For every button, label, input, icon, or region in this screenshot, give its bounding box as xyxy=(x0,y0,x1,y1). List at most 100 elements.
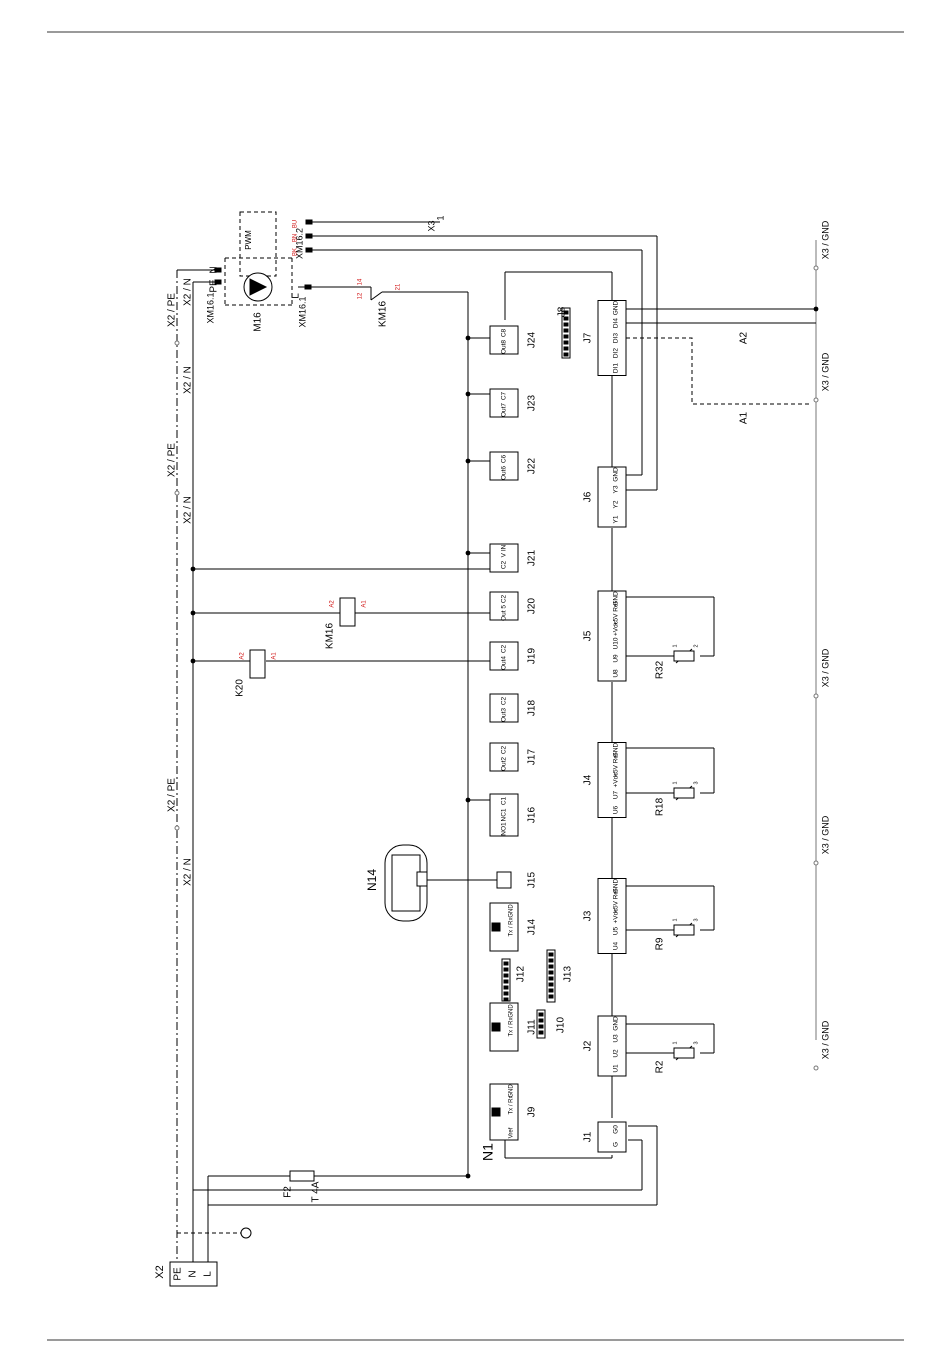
pin-marker xyxy=(305,247,313,253)
pin-label: Out8 xyxy=(501,340,508,354)
header-pin xyxy=(548,952,554,957)
pin-label: NC1 xyxy=(501,808,508,821)
header-pin xyxy=(503,985,509,990)
pin-label: NO1 xyxy=(501,822,508,836)
header-pin xyxy=(563,328,569,333)
header-pin xyxy=(563,316,569,321)
fuse-f2 xyxy=(289,1170,315,1182)
sensor-id: R18 xyxy=(655,797,666,816)
signal-label: A2 xyxy=(739,331,750,344)
pin-label: Tx / Rx xyxy=(509,1018,515,1037)
sensor-pin: 1 xyxy=(672,1041,678,1044)
connector-id: J1 xyxy=(583,1131,594,1142)
pump-pwm-box xyxy=(239,211,277,277)
gnd-rail-label: X3 / GND xyxy=(820,1020,830,1059)
connector-j6 xyxy=(597,466,627,528)
connector-id: J20 xyxy=(527,598,538,615)
connector-j2 xyxy=(597,1015,627,1077)
sensor-r32 xyxy=(673,650,695,662)
gnd-rail-node xyxy=(813,1065,819,1071)
pin-label: C6 xyxy=(501,454,508,463)
pin-label: C2 xyxy=(501,560,508,569)
pin-label: GND xyxy=(613,1016,620,1031)
sensor-pin: 1 xyxy=(672,644,678,647)
gnd-rail-node xyxy=(813,693,819,699)
sensor-id: R2 xyxy=(655,1060,666,1073)
pin-label: U6 xyxy=(613,805,620,814)
sensor-r9 xyxy=(673,924,695,936)
components xyxy=(169,211,819,1287)
coil-k20 xyxy=(249,649,266,679)
header-pin xyxy=(538,1012,544,1017)
junction-dot xyxy=(190,566,196,572)
pin-label: C2 xyxy=(501,644,508,653)
pump-icon xyxy=(249,278,268,296)
coil-km16 xyxy=(339,597,356,627)
sensor-id: R9 xyxy=(655,937,666,950)
gnd-rail-node xyxy=(813,397,819,403)
gnd-rail-node xyxy=(813,265,819,271)
pin-label: U7 xyxy=(613,790,620,799)
pin-label: DI1 xyxy=(613,363,620,374)
pin-marker xyxy=(305,233,313,239)
header-pin xyxy=(563,346,569,351)
header-pin xyxy=(503,961,509,966)
pump-signal-connector: XM16.2 xyxy=(294,228,304,259)
pin-label: U9 xyxy=(613,654,620,663)
pin-label: GND xyxy=(613,467,620,482)
pin-label: Y1 xyxy=(613,515,620,523)
pin-label: U4 xyxy=(613,941,620,950)
sensor-pin: 3 xyxy=(693,918,699,921)
sensor-pin: 3 xyxy=(693,1041,699,1044)
wire-color: BK xyxy=(293,248,299,256)
pe-rail-node xyxy=(174,825,180,831)
n-rail-label: X2 / N xyxy=(183,366,194,394)
display-screen xyxy=(391,854,421,912)
x2-pin-label: L xyxy=(203,1271,214,1277)
coil-terminal: A2 xyxy=(240,652,246,660)
pin-label: G0 xyxy=(613,1125,620,1134)
connector-id: J6 xyxy=(583,491,594,502)
connector-id: J16 xyxy=(527,807,538,824)
pin-label: U5 xyxy=(613,926,620,935)
pin-label: Out 5 xyxy=(501,605,508,621)
top-rule xyxy=(47,31,904,33)
pin-label: C2 xyxy=(501,594,508,603)
pin-label: GND xyxy=(613,300,620,315)
pe-rail-node xyxy=(174,340,180,346)
junction-dot xyxy=(465,1173,471,1179)
connector-j4 xyxy=(597,742,627,818)
header-pin xyxy=(503,991,509,996)
pump-pin: L xyxy=(291,293,302,299)
pin-label: +5V Ref xyxy=(613,753,620,777)
pin-label: U10 xyxy=(613,637,620,649)
relay-pin: 21 xyxy=(396,283,402,290)
x2-terminal-block xyxy=(169,1261,218,1287)
header-id: J13 xyxy=(563,966,574,983)
pin-label: C1 xyxy=(501,796,508,805)
connector-id: J7 xyxy=(583,332,594,343)
pin-label: Out2 xyxy=(501,757,508,771)
gnd-rail-label: X3 / GND xyxy=(820,648,830,687)
x3-terminal-label: X3 xyxy=(426,220,436,231)
connector-j15 xyxy=(496,871,512,889)
pin-label: U1 xyxy=(613,1064,620,1073)
pin-label: +5V Ref xyxy=(613,601,620,625)
pin-label: C7 xyxy=(501,391,508,400)
pin-label: GND xyxy=(613,878,620,893)
junction-dot xyxy=(465,550,471,556)
pin-label: C2 xyxy=(501,745,508,754)
pin-label: DI4 xyxy=(613,318,620,329)
pin-label: G xyxy=(613,1142,620,1147)
connector-j7 xyxy=(597,300,627,376)
pump-pin: N xyxy=(209,266,220,273)
x2-pin-label: N xyxy=(188,1270,199,1277)
pump-pin: PE xyxy=(209,279,220,293)
connector-j3 xyxy=(597,878,627,954)
gnd-rail-label: X3 / GND xyxy=(820,220,830,259)
header-pin xyxy=(538,1030,544,1035)
connector-id: J21 xyxy=(527,550,538,567)
sensor-r2 xyxy=(673,1047,695,1059)
wire-color: BU xyxy=(293,220,299,228)
